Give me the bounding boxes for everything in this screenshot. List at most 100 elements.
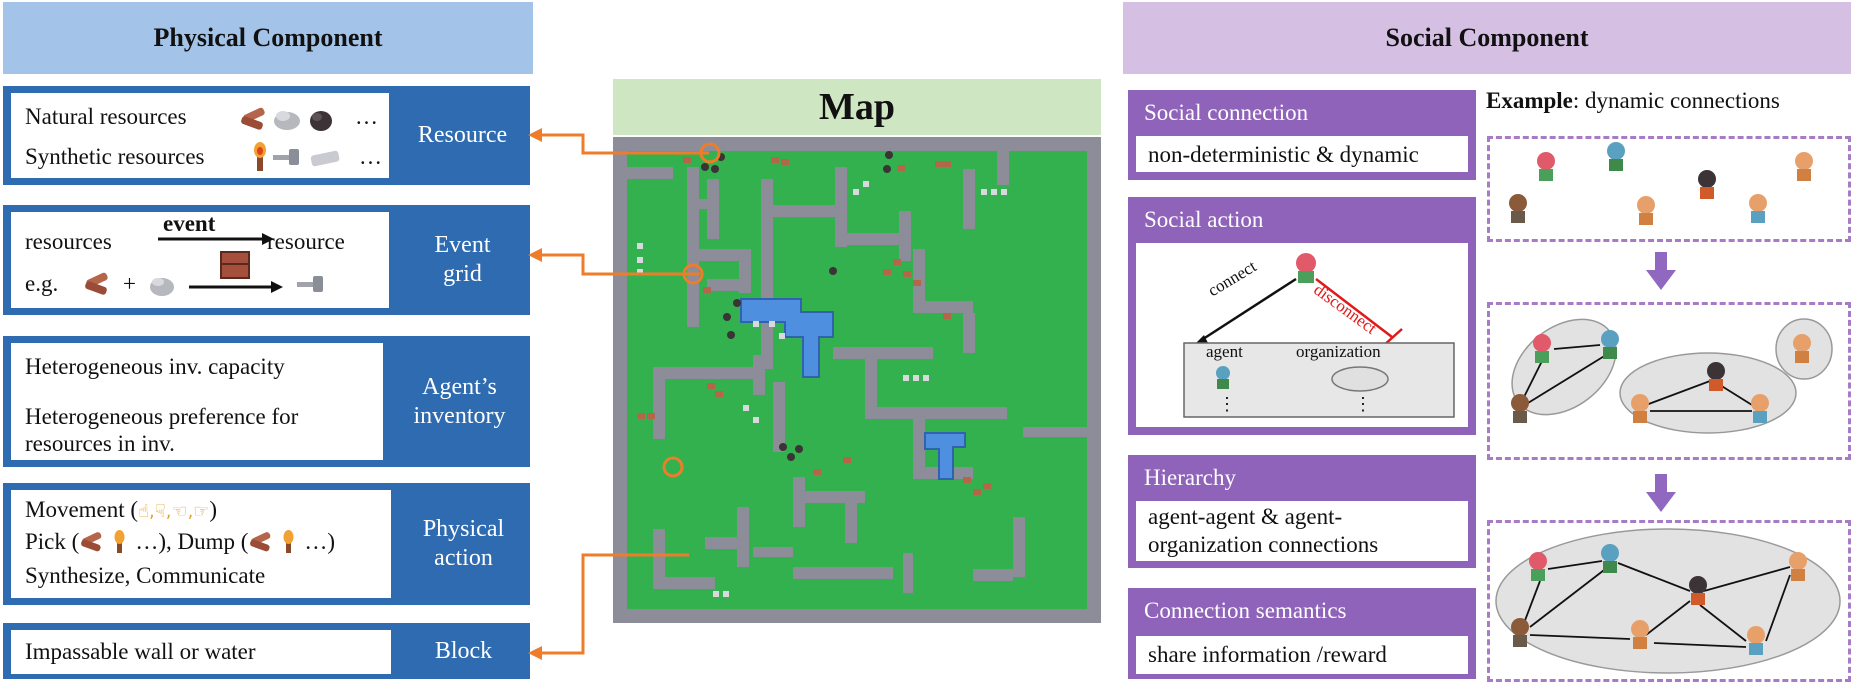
torch-icon xyxy=(254,142,266,171)
agent-sprite xyxy=(1689,576,1707,605)
coal-icon xyxy=(310,111,332,131)
example-state-1 xyxy=(1487,136,1851,242)
agent-sprite xyxy=(1637,196,1655,225)
connection-semantics-row: Connection semantics share information /… xyxy=(1128,588,1476,679)
down-arrow-1 xyxy=(1646,252,1676,292)
movement-close: ) xyxy=(209,497,217,522)
agent-sprite-top xyxy=(1296,253,1316,283)
agent-sprite xyxy=(1533,334,1551,363)
hierarchy-row: Hierarchy agent-agent & agent- organizat… xyxy=(1128,455,1476,568)
resource-row: Natural resources … Synthetic resources … xyxy=(3,86,530,185)
plus-text: + xyxy=(123,270,136,298)
physical-action-label-line2: action xyxy=(434,544,493,573)
synthetic-ellipsis: … xyxy=(359,143,382,171)
agent-sprite xyxy=(1707,362,1725,391)
pick-icons xyxy=(79,529,135,553)
physical-component-header: Physical Component xyxy=(3,2,533,74)
hierarchy-box: agent-agent & agent- organization connec… xyxy=(1136,501,1468,561)
down-arrow-2 xyxy=(1646,474,1676,514)
agent-sprite xyxy=(1509,194,1527,223)
agent-sprite xyxy=(1795,152,1813,181)
organization-ellipse xyxy=(1332,367,1388,391)
example-state-2-diagram xyxy=(1490,305,1848,457)
agent-sprite-small xyxy=(1216,366,1230,389)
social-connection-row: Social connection non-deterministic & dy… xyxy=(1128,90,1476,180)
agent-dots: ⋮ xyxy=(1218,393,1236,416)
block-box: Impassable wall or water xyxy=(11,630,391,674)
event-resources-text: resources xyxy=(25,228,112,256)
social-component-title: Social Component xyxy=(1386,23,1589,53)
social-connection-text: non-deterministic & dynamic xyxy=(1148,141,1419,170)
inventory-box: Heterogeneous inv. capacity Heterogeneou… xyxy=(11,343,383,460)
example-state-3 xyxy=(1487,520,1851,682)
hierarchy-line2: organization connections xyxy=(1148,531,1378,560)
pick-dump-text: Pick (…), Dump (…) xyxy=(25,528,335,556)
block-label: Block xyxy=(397,623,530,679)
event-grid-label-line1: Event xyxy=(435,231,491,260)
connection-semantics-title: Connection semantics xyxy=(1144,588,1347,634)
movement-icons: ☝,☟,☜,☞ xyxy=(138,501,209,522)
natural-ellipsis: … xyxy=(355,103,378,131)
event-arrow xyxy=(156,232,276,246)
social-connection-title: Social connection xyxy=(1144,90,1308,136)
event-grid-label-line2: grid xyxy=(443,260,482,289)
event-grid-row: resources event resource e.g. + Event gr… xyxy=(3,205,530,315)
inventory-label: Agent’s inventory xyxy=(389,336,530,467)
connection-semantics-text: share information /reward xyxy=(1148,641,1387,670)
agent-sprite xyxy=(1601,544,1619,573)
agent-label: agent xyxy=(1206,341,1243,362)
synthesize-text: Synthesize, Communicate xyxy=(25,562,265,590)
dump-label: …), Dump ( xyxy=(135,529,248,554)
example-state-1-agents xyxy=(1490,139,1848,239)
agent-sprite xyxy=(1793,334,1811,363)
synthetic-resources-text: Synthetic resources xyxy=(25,143,204,171)
iron-icon xyxy=(310,150,340,167)
agent-sprite xyxy=(1631,620,1649,649)
agent-sprite xyxy=(1529,552,1547,581)
resource-connector xyxy=(540,135,709,153)
agent-sprite xyxy=(1747,626,1765,655)
event-grid-label: Event grid xyxy=(395,205,530,315)
resource-connector-head xyxy=(528,128,542,142)
agent-sprite xyxy=(1749,194,1767,223)
event-resource-text: resource xyxy=(267,228,345,256)
map-title: Map xyxy=(819,85,895,129)
natural-resources-icons xyxy=(237,103,347,135)
physical-action-label: Physical action xyxy=(397,483,530,605)
agent-sprite xyxy=(1511,618,1529,647)
example-bold: Example xyxy=(1486,88,1573,113)
event-connector xyxy=(540,255,700,274)
synthetic-resources-icons xyxy=(251,141,355,173)
wood-icon xyxy=(240,107,265,131)
example-state-3-diagram xyxy=(1490,523,1848,679)
event-grid-icon xyxy=(219,250,251,280)
movement-text: Movement (☝,☟,☜,☞) xyxy=(25,496,217,524)
organization-label: organization xyxy=(1296,341,1381,362)
organization-dots: ⋮ xyxy=(1354,393,1372,416)
block-connector xyxy=(540,555,689,653)
hammer-icon xyxy=(295,274,331,296)
social-action-box: connect disconnect agent organization ⋮ … xyxy=(1136,243,1468,427)
social-action-diagram xyxy=(1136,243,1468,427)
event-box: resources event resource e.g. + xyxy=(11,212,389,308)
hierarchy-line1: agent-agent & agent- xyxy=(1148,503,1342,532)
agent-sprite xyxy=(1601,330,1619,359)
pick-label: Pick ( xyxy=(25,529,79,554)
event-arrow-2 xyxy=(187,280,287,294)
social-action-title: Social action xyxy=(1144,197,1263,243)
inventory-row: Heterogeneous inv. capacity Heterogeneou… xyxy=(3,336,530,467)
agent-sprite xyxy=(1698,170,1716,199)
physical-action-row: Movement (☝,☟,☜,☞) Pick (…), Dump (…) Sy… xyxy=(3,483,530,605)
social-action-row: Social action connect disconnect agent o… xyxy=(1128,197,1476,435)
movement-label: Movement ( xyxy=(25,497,138,522)
example-state-2 xyxy=(1487,302,1851,460)
agent-sprite xyxy=(1607,142,1625,171)
dump-icons xyxy=(248,529,304,553)
hammer-icon xyxy=(273,149,299,165)
event-connector-head xyxy=(528,248,542,262)
agent-sprite xyxy=(1537,152,1555,181)
agent-sprite xyxy=(1789,552,1807,581)
connection-semantics-box: share information /reward xyxy=(1136,636,1468,674)
resource-box: Natural resources … Synthetic resources … xyxy=(11,93,389,178)
stone-icon xyxy=(147,272,177,298)
